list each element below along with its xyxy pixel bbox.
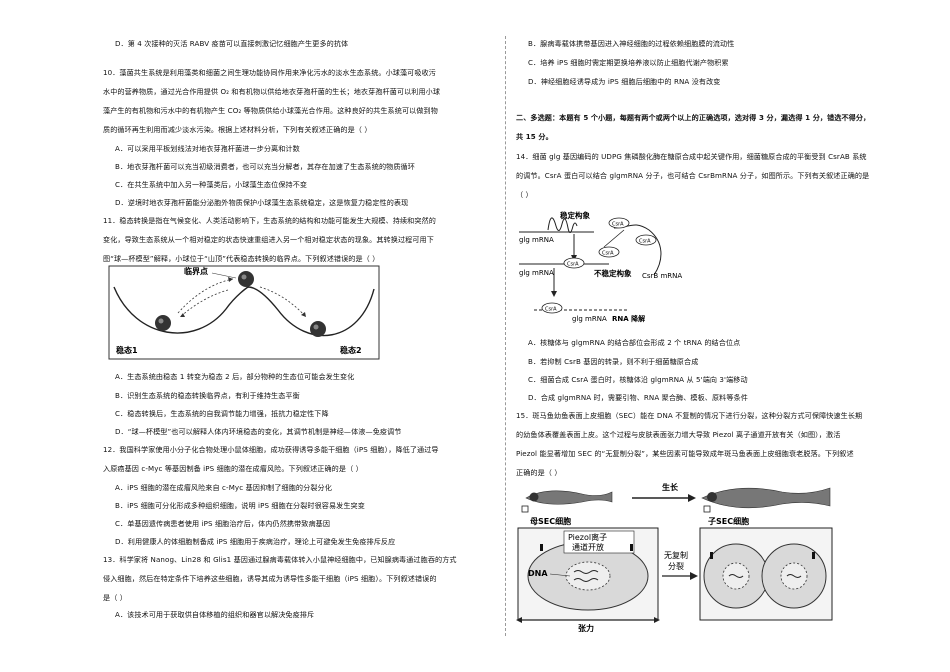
small-fish: [525, 490, 613, 505]
svg-text:CsrA: CsrA: [602, 251, 614, 257]
ball-left: [155, 315, 171, 331]
q13-stem-line: 13．科学家将 Nanog、Lin28 和 Glis1 基因通过腺病毒载体转入小…: [103, 555, 457, 564]
svg-text:通道开放: 通道开放: [572, 542, 604, 552]
csra-protein: [598, 246, 620, 258]
q14-option-c: C．细菌合成 CsrA 蛋白时，核糖体沿 glgmRNA 从 5'端向 3'端移…: [528, 375, 748, 384]
q12-option-d: D．利用健康人的体细胞制备成 iPS 细胞用于疾病治疗，理论上可避免发生免疫排斥…: [115, 537, 396, 546]
q12-stem-line: 入原癌基因 c-Myc 等基因制备 iPS 细胞的潜在成瘤风险。下列叙述正确的是…: [103, 464, 363, 473]
ball-cup-figure: 临界点 稳态1 稳态2: [108, 265, 380, 360]
piezo-channel: [540, 544, 543, 551]
column-divider: [505, 36, 507, 636]
q13-option-a: A．该技术可用于获取供自体移植的组织和器官以解决免疫排斥: [115, 610, 315, 619]
q10-stem-line: 水中的营养物质，通过光合作用提供 O₂ 和有机物以供给地衣芽孢杆菌的生长；地衣芽…: [103, 87, 441, 96]
svg-text:CsrA: CsrA: [612, 222, 624, 228]
q11-option-b: B．识别生态系统的稳态转换临界点，有利于维持生态平衡: [115, 391, 300, 400]
svg-text:CsrA: CsrA: [545, 307, 557, 313]
q12-stem-line: 12．我国科学家使用小分子化合物处理小鼠体细胞，成功获得诱导多能干细胞（iPS …: [103, 445, 439, 454]
q13-option-d: D．神经细胞经诱导成为 iPS 细胞后细胞中的 RNA 没有改变: [528, 77, 721, 86]
section-2-header: 共 15 分。: [516, 132, 553, 141]
q15-stem-line: Piezol 能显著增加 SEC 的“无复制分裂”，某些因素可能导致成年斑马鱼表…: [516, 449, 854, 458]
svg-text:DNA: DNA: [528, 569, 548, 578]
ball-top: [238, 271, 254, 287]
q11-stem-line: 变化，导致生态系统从一个相对稳定的状态快速重组进入另一个相对稳定状态的现象。其转…: [103, 235, 434, 244]
state1-label: 稳态1: [116, 345, 138, 355]
q14-option-d: D．合成 glgmRNA 时，需要引物、RNA 聚合酶、模板、原料等条件: [528, 393, 748, 402]
svg-text:CsrB mRNA: CsrB mRNA: [642, 272, 682, 280]
q13-stem-line: 侵入细胞，然后在特定条件下培养这些细胞，诱导其成为诱导性多能干细胞（iPS 细胞…: [103, 574, 437, 583]
q10-stem-line: 10．藻菌共生系统是利用藻类和细菌之间生理功能协同作用来净化污水的淡水生态系统。…: [103, 68, 436, 77]
csra-protein: [608, 217, 630, 229]
q14-stem-line: 14．细菌 glg 基因编码的 UDPG 焦磷酸化酶在糖原合成中起关键作用，细菌…: [516, 152, 867, 161]
q10-option-b: B．地衣芽孢杆菌可以充当初级消费者，也可以充当分解者，其存在加速了生态系统的物质…: [115, 162, 415, 171]
svg-text:生长: 生长: [662, 482, 679, 492]
csr-regulation-figure: 稳定构象 glg mRNA CsrA CsrA CsrA CsrB mRNA g…: [519, 210, 682, 323]
svg-text:母SEC细胞: 母SEC细胞: [530, 516, 571, 526]
svg-text:RNA 降解: RNA 降解: [612, 314, 645, 323]
svg-text:不稳定构象: 不稳定构象: [594, 268, 632, 278]
q11-stem-line: 图“球—杯模型”解释，小球位于“山顶”代表稳态转换的临界点。下列叙述错误的是（ …: [103, 254, 380, 263]
csra-protein: [563, 257, 585, 269]
svg-text:分裂: 分裂: [668, 561, 684, 571]
q12-option-c: C．单基因遗传病患者使用 iPS 细胞治疗后，体内仍然携带致病基因: [115, 519, 331, 528]
svg-text:glg mRNA: glg mRNA: [519, 269, 554, 277]
ball-right: [310, 321, 326, 337]
dashed-arrow-up: [177, 278, 234, 314]
q11-option-c: C．稳态转换后，生态系统的自我调节能力增强，抵抗力稳定性下降: [115, 409, 329, 418]
q10-stem-line: 质的循环再生利用而减少淡水污染。根据上述材料分析，下列有关叙述正确的是（ ）: [103, 125, 372, 134]
q15-stem-line: 15．斑马鱼幼鱼表面上皮细胞（SEC）能在 DNA 不复制的情况下进行分裂，这种…: [516, 411, 863, 420]
svg-text:稳定构象: 稳定构象: [560, 210, 590, 220]
q10-stem-line: 藻产生的有机物和污水中的有机物产生 CO₂ 等物质供给小球藻光合作用。这种良好的…: [103, 106, 438, 115]
q14-stem-line: 的调节。CsrA 蛋白可以结合 glgmRNA 分子，也可结合 CsrBmRNA…: [516, 171, 870, 180]
svg-text:CsrA: CsrA: [639, 239, 651, 245]
svg-text:glg mRNA: glg mRNA: [572, 315, 607, 323]
q15-stem-line: 的幼鱼体表覆盖表面上皮。这个过程与皮肤表面张力增大导致 Piezol 离子通道开…: [516, 430, 841, 439]
svg-text:张力: 张力: [578, 623, 594, 632]
q12-option-a: A．iPS 细胞的潜在成瘤风险来自 c-Myc 基因抑制了细胞的分裂分化: [115, 483, 332, 492]
svg-text:无复制: 无复制: [664, 550, 688, 560]
section-2-header: 二、多选题：本题有 5 个小题，每题有两个或两个以上的正确选项，选对得 3 分，…: [516, 113, 871, 122]
svg-text:CsrA: CsrA: [567, 262, 579, 268]
q11-option-a: A．生态系统由稳态 1 转变为稳态 2 后，部分物种的生态位可能会发生变化: [115, 372, 355, 381]
q14-stem-line: （ ）: [516, 190, 533, 199]
svg-text:子SEC细胞: 子SEC细胞: [708, 516, 749, 526]
stem-loop: [547, 217, 578, 233]
piezo-channel: [630, 544, 633, 551]
nucleus: [565, 561, 611, 591]
q13-option-b: B．腺病毒载体携带基因进入神经细胞的过程依赖细胞膜的流动性: [528, 39, 735, 48]
csra-protein: [635, 234, 657, 246]
q14-option-a: A．核糖体与 glgmRNA 的结合部位会形成 2 个 tRNA 的结合位点: [528, 338, 741, 347]
cup-curve: [113, 286, 375, 337]
dashed-arrow-down: [259, 286, 307, 318]
figure-frame: [108, 265, 380, 360]
sec-division-figure: 母SEC细胞 生长 子SEC细胞 DNA Piezol离子 通道开放 张力 无复…: [516, 482, 833, 632]
q15-stem-line: 正确的是（ ）: [516, 468, 562, 477]
state2-label: 稳态2: [340, 345, 362, 355]
q10-option-a: A．可以采用平板划线法对地衣芽孢杆菌进一步分离和计数: [115, 144, 300, 153]
q10-option-d: D．逆境时地衣芽孢杆菌能分泌胞外物质保护小球藻生态系统稳定，这是恢复力稳定性的表…: [115, 198, 409, 207]
q9-option-d: D．第 4 次接种的灭活 RABV 疫苗可以直接刺激记忆细胞产生更多的抗体: [115, 39, 349, 48]
large-fish: [701, 487, 831, 509]
q10-option-c: C．在共生系统中加入另一种藻类后，小球藻生态位保持不变: [115, 180, 308, 189]
q11-option-d: D．“球—杯模型”也可以解释人体内环境稳态的变化，其调节机制是神经—体液—免疫调…: [115, 427, 402, 436]
q12-option-b: B．iPS 细胞可分化形成多种组织细胞，说明 iPS 细胞在分裂时很容易发生突变: [115, 501, 365, 510]
svg-text:Piezol离子: Piezol离子: [568, 532, 607, 542]
q11-stem-line: 11．稳态转换是指在气候变化、人类活动影响下，生态系统的结构和功能可能发生大规模…: [103, 216, 436, 225]
critical-point-label: 临界点: [184, 266, 208, 276]
q13-option-c: C．培养 iPS 细胞时需定期更换培养液以防止细胞代谢产物积累: [528, 58, 729, 67]
svg-text:glg mRNA: glg mRNA: [519, 236, 554, 244]
q13-stem-line: 是（ ）: [103, 593, 127, 602]
csra-protein: [541, 302, 563, 314]
dashed-arrow-back: [179, 289, 229, 318]
q14-option-b: B．若抑制 CsrB 基因的转录，则不利于细菌糖原合成: [528, 357, 699, 366]
